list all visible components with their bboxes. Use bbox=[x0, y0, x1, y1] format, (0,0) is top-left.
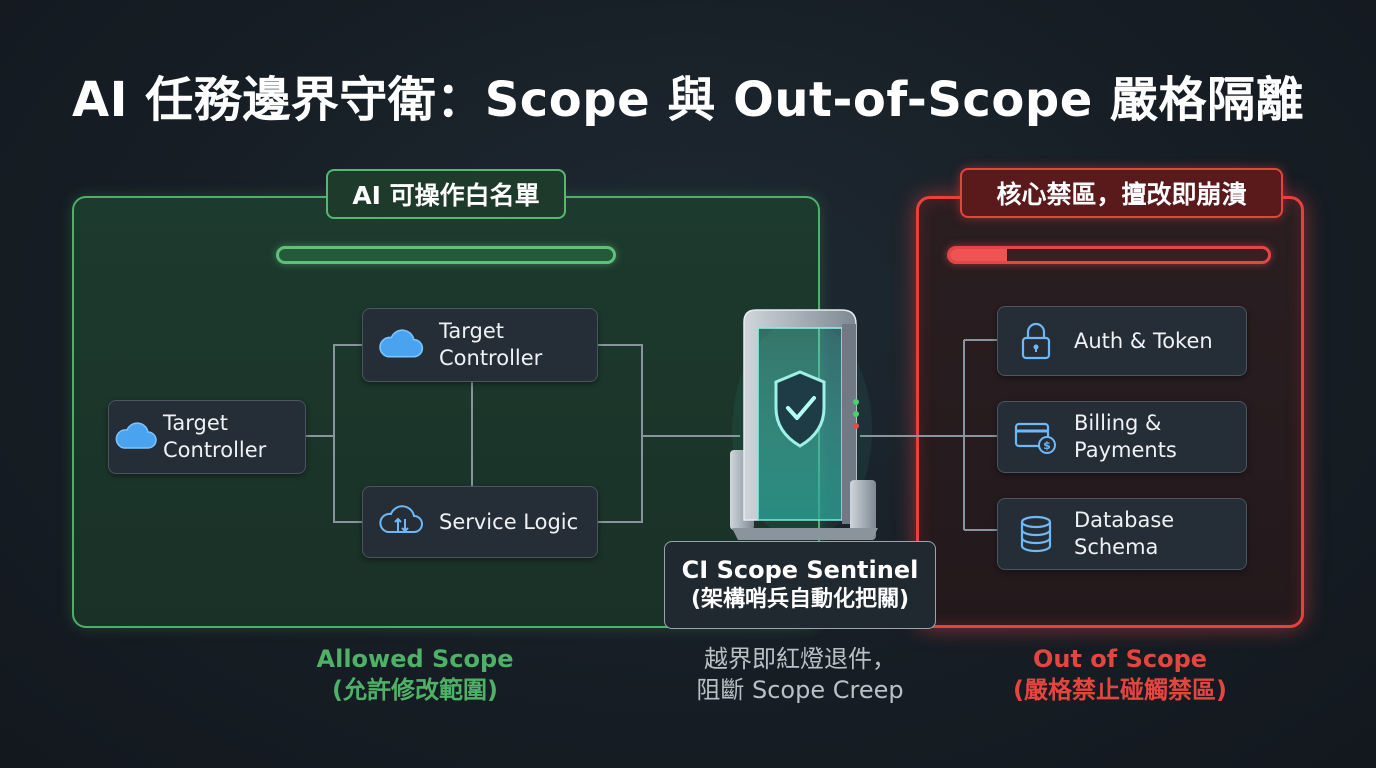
caption-line: (允許修改範圍) bbox=[332, 676, 498, 704]
out-of-scope-caption: Out of Scope (嚴格禁止碰觸禁區) bbox=[975, 644, 1265, 706]
svg-text:$: $ bbox=[1043, 439, 1051, 452]
out-zone-badge: 核心禁區，擅改即崩潰 bbox=[960, 168, 1283, 218]
service-logic-node: Service Logic bbox=[362, 486, 598, 558]
out-zone-bar bbox=[947, 246, 1271, 264]
node-label: Billing & Payments bbox=[1074, 411, 1177, 462]
caption-line: Allowed Scope bbox=[316, 645, 514, 673]
node-label: Target Controller bbox=[439, 319, 543, 370]
ci-scope-sentinel-box: CI Scope Sentinel (架構哨兵自動化把關) bbox=[664, 541, 936, 629]
database-icon bbox=[998, 514, 1074, 554]
shield-check-gate-icon bbox=[730, 309, 878, 540]
target-controller-node-top: Target Controller bbox=[362, 308, 598, 382]
allowed-zone-bar bbox=[276, 246, 616, 264]
sentinel-caption: 越界即紅燈退件， 阻斷 Scope Creep bbox=[640, 644, 960, 706]
cloud-sync-icon bbox=[363, 505, 439, 539]
sentinel-title: CI Scope Sentinel bbox=[681, 556, 919, 584]
page-title: AI 任務邊界守衛：Scope 與 Out-of-Scope 嚴格隔離 bbox=[72, 72, 1304, 128]
target-controller-node-left: Target Controller bbox=[108, 400, 306, 474]
caption-line: 越界即紅燈退件， bbox=[704, 645, 896, 673]
node-label: Database Schema bbox=[1074, 508, 1175, 559]
out-zone-bar-fill bbox=[950, 249, 1008, 261]
allowed-scope-caption: Allowed Scope (允許修改範圍) bbox=[260, 644, 570, 706]
node-label: Auth & Token bbox=[1074, 328, 1213, 353]
node-label: Service Logic bbox=[439, 509, 579, 534]
credit-card-icon: $ bbox=[998, 418, 1074, 456]
sentinel-subtitle: (架構哨兵自動化把關) bbox=[690, 587, 910, 612]
caption-line: 阻斷 Scope Creep bbox=[696, 676, 904, 704]
cloud-icon bbox=[109, 422, 163, 452]
billing-payments-node: $ Billing & Payments bbox=[997, 401, 1247, 473]
caption-line: Out of Scope bbox=[1032, 645, 1208, 673]
database-schema-node: Database Schema bbox=[997, 498, 1247, 570]
auth-token-node: Auth & Token bbox=[997, 306, 1247, 376]
cloud-icon bbox=[363, 329, 439, 361]
allowed-zone-badge: AI 可操作白名單 bbox=[326, 169, 566, 219]
node-label: Target Controller bbox=[163, 411, 267, 462]
lock-icon bbox=[998, 321, 1074, 361]
caption-line: (嚴格禁止碰觸禁區) bbox=[1013, 676, 1227, 704]
